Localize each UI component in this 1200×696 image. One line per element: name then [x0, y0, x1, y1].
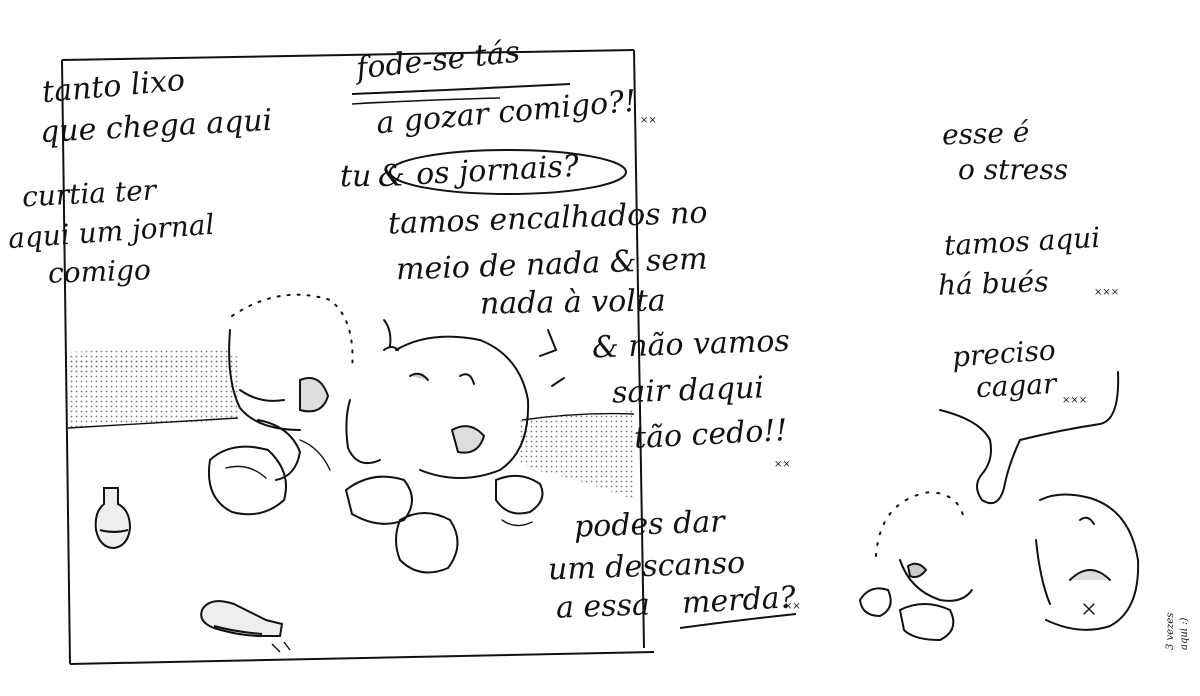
right-preciso-line2: cagar	[975, 366, 1058, 405]
right-stress-line2: o stress	[958, 153, 1069, 186]
dialog-tu: tu	[340, 159, 372, 194]
circle-jornais	[389, 149, 627, 195]
dialog-circled-jornais: os jornais?	[415, 148, 580, 193]
background-hills	[67, 349, 635, 500]
dialog-rest-line2: um descanso	[547, 545, 746, 588]
right-tamos-line2: há bués	[937, 265, 1050, 302]
dialog-marks2: ××	[640, 115, 657, 126]
dialog-last-word: merda?	[681, 580, 797, 621]
dialog-leaving-line2: sair daqui	[611, 370, 765, 411]
speech-marks	[539, 329, 565, 387]
underline-merda	[679, 613, 797, 629]
left-figure	[208, 293, 381, 516]
underline-foda	[351, 97, 501, 105]
bottle-lying	[200, 600, 291, 653]
dialog-last-marks: ××	[784, 601, 801, 612]
dialog-leaving-line3: tão cedo!!	[633, 413, 789, 456]
dialog-stuck-line3: nada à volta	[479, 283, 667, 322]
right-tamos-line1: tamos aqui	[943, 220, 1101, 263]
margin-note-line1: 3 vezes	[1165, 612, 1176, 650]
right-panel-figures	[858, 490, 1140, 642]
dialog-leaving-line1: & não vamos	[591, 323, 791, 366]
bubble-tail	[939, 371, 1120, 504]
caption-newspaper-line1: curtia ter	[21, 173, 157, 214]
strike-line	[351, 83, 571, 95]
right-preciso-marks: ×××	[1062, 395, 1088, 406]
dialog-ampersand: &	[378, 159, 405, 194]
bottle-standing	[94, 487, 132, 550]
margin-note-line2: aqui :)	[1179, 617, 1190, 650]
dialog-marks-end: ××	[774, 459, 791, 470]
caption-newspaper-line3: comigo	[47, 253, 152, 290]
right-figure	[344, 319, 544, 574]
panel-border	[61, 49, 655, 665]
right-preciso-line1: preciso	[950, 333, 1057, 374]
right-tamos-marks: ×××	[1094, 287, 1120, 298]
dialog-rest-line1: podes dar	[573, 504, 726, 545]
dialog-last-prefix: a essa	[555, 587, 651, 626]
right-stress-line1: esse é	[941, 115, 1030, 152]
